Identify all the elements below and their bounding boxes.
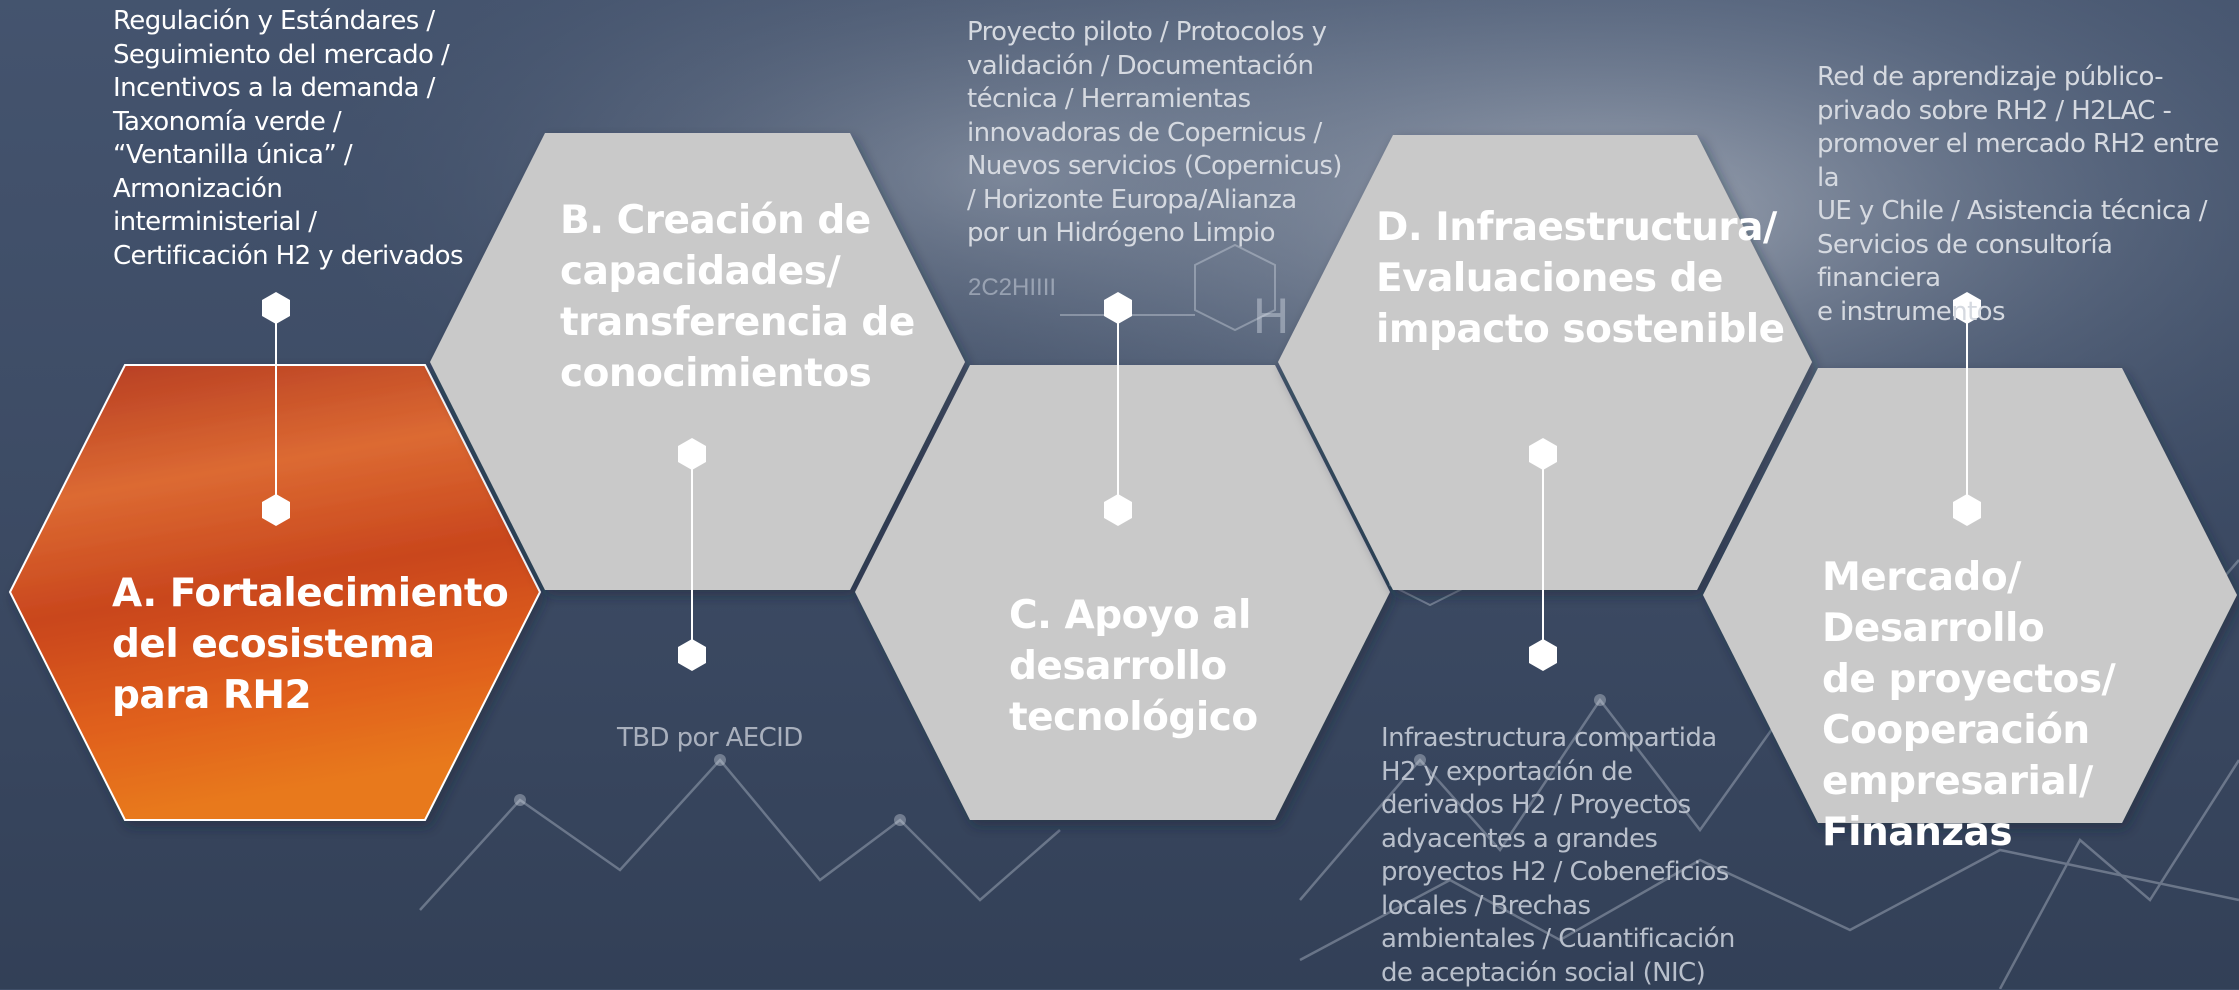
hexagon-d-label: D. Infraestructura/ Evaluaciones de impa… bbox=[1376, 205, 1785, 352]
description-c: Proyecto piloto / Protocolos y validació… bbox=[967, 17, 1342, 248]
hexagon-e-label: Mercado/ Desarrollo de proyectos/ Cooper… bbox=[1822, 555, 2116, 855]
hexagon-c bbox=[855, 365, 1390, 820]
node-c-bottom bbox=[1104, 494, 1132, 526]
hexagon-a bbox=[8, 364, 542, 821]
formula-text: 2C2HIIII bbox=[968, 274, 1056, 301]
node-b-bottom bbox=[678, 639, 706, 671]
hexagon-d bbox=[1278, 135, 1812, 590]
description-a: Regulación y Estándares / Seguimiento de… bbox=[113, 6, 464, 271]
hexagon-a-label: A. Fortalecimiento del ecosistema para R… bbox=[112, 571, 509, 718]
description-b: TBD por AECID bbox=[617, 723, 803, 753]
hexagon-e bbox=[1703, 368, 2237, 823]
node-c-top bbox=[1104, 292, 1132, 324]
node-a-bottom bbox=[262, 494, 290, 526]
node-a-top bbox=[262, 292, 290, 324]
hexagon-c-label: C. Apoyo al desarrollo tecnológico bbox=[1009, 593, 1258, 740]
node-b-top bbox=[678, 438, 706, 470]
node-d-top bbox=[1529, 438, 1557, 470]
element-symbol: H bbox=[1253, 288, 1289, 344]
description-e: Red de aprendizaje público- privado sobr… bbox=[1817, 62, 2219, 327]
description-d: Infraestructura compartida H2 y exportac… bbox=[1381, 723, 1735, 988]
node-e-bottom bbox=[1953, 494, 1981, 526]
node-e-top bbox=[1953, 292, 1981, 324]
hexagon-b-label: B. Creación de capacidades/ transferenci… bbox=[560, 198, 915, 396]
node-d-bottom bbox=[1529, 639, 1557, 671]
hexagon-b bbox=[430, 133, 965, 590]
